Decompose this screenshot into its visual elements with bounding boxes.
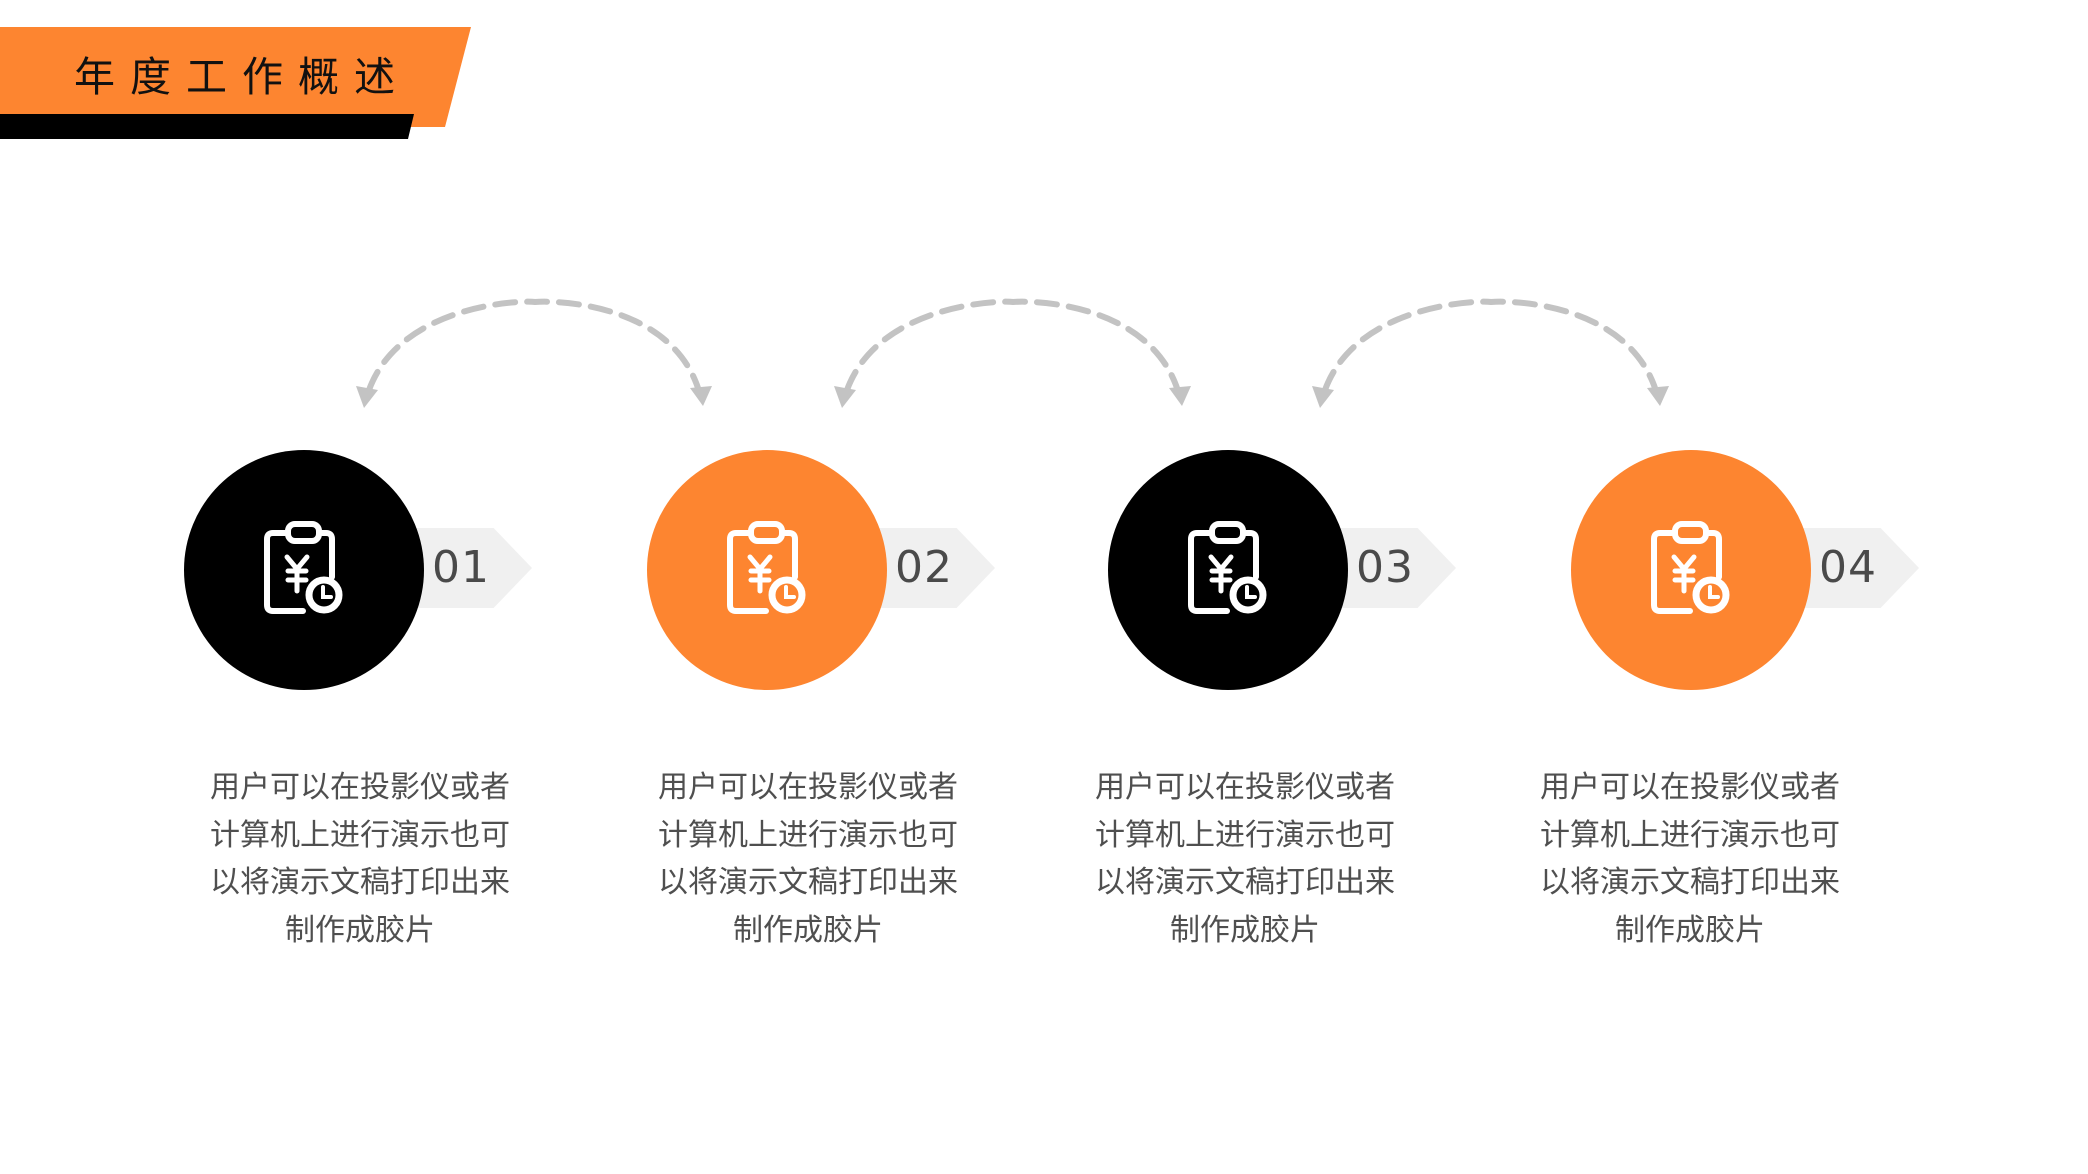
arrow-down-icon [1169,386,1191,406]
step-description: 用户可以在投影仪或者 计算机上进行演示也可 以将演示文稿打印出来 制作成胶片 [1540,770,1840,948]
arrow-down-icon [834,386,856,408]
arrow-down-icon [356,386,378,408]
clipboard-yen-clock-icon [264,521,343,614]
step-circle [1571,450,1811,690]
step-description: 用户可以在投影仪或者 计算机上进行演示也可 以将演示文稿打印出来 制作成胶片 [210,770,510,948]
clipboard-yen-clock-icon [727,521,806,614]
step-description: 用户可以在投影仪或者 计算机上进行演示也可 以将演示文稿打印出来 制作成胶片 [658,770,958,948]
clipboard-yen-clock-icon [1188,521,1267,614]
step-number-tag: 02 [875,528,995,608]
arrow-down-icon [1647,386,1669,406]
arc-01-02 [356,298,712,408]
banner-black-bar [0,114,414,139]
clipboard-yen-clock-icon [1651,521,1730,614]
step-description: 用户可以在投影仪或者 计算机上进行演示也可 以将演示文稿打印出来 制作成胶片 [1095,770,1395,948]
step-number: 03 [1356,542,1414,593]
title-banner: 年度工作概述 [0,0,500,160]
arrow-down-icon [690,386,712,406]
arc-02-03 [834,298,1191,408]
step-number-tag: 04 [1799,528,1919,608]
step-number-tag: 03 [1336,528,1456,608]
banner-orange-bar [0,27,471,127]
banner-shapes [0,27,471,139]
step-number: 04 [1819,542,1877,593]
step-number: 02 [895,542,953,593]
step-circle [184,450,424,690]
step-circle [1108,450,1348,690]
step-number-tag: 01 [412,528,532,608]
step-number: 01 [432,542,490,593]
arc-03-04 [1312,298,1669,408]
step-circle [647,450,887,690]
arrow-down-icon [1312,386,1334,408]
page-title: 年度工作概述 [74,53,410,101]
